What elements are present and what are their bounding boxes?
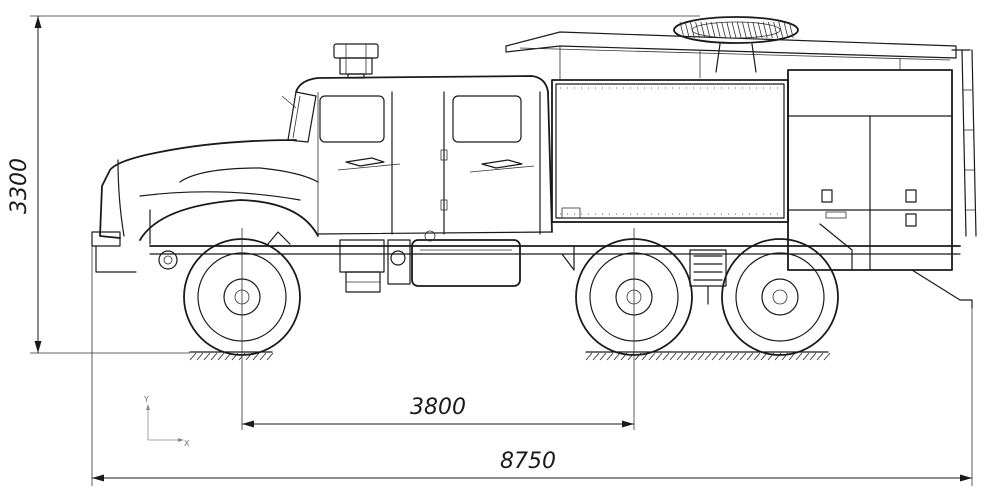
axis-y-label: Y (143, 395, 149, 404)
wheel-rear-2 (721, 238, 839, 356)
roof-rack (505, 16, 957, 80)
wheelbase-label: 3800 (410, 395, 466, 420)
ground-line (189, 351, 831, 361)
chassis (149, 223, 961, 305)
axis-indicator: Y X (143, 395, 190, 448)
axis-x-label: X (184, 439, 190, 448)
cab (287, 43, 553, 235)
hood (91, 95, 319, 273)
wheelbase-dimension: 3800 (241, 228, 635, 430)
height-label: 3300 (7, 158, 32, 214)
height-dimension: 3300 (7, 15, 700, 354)
length-dimension: 8750 (91, 246, 973, 486)
fire-body (551, 49, 977, 309)
length-label: 8750 (500, 449, 556, 474)
